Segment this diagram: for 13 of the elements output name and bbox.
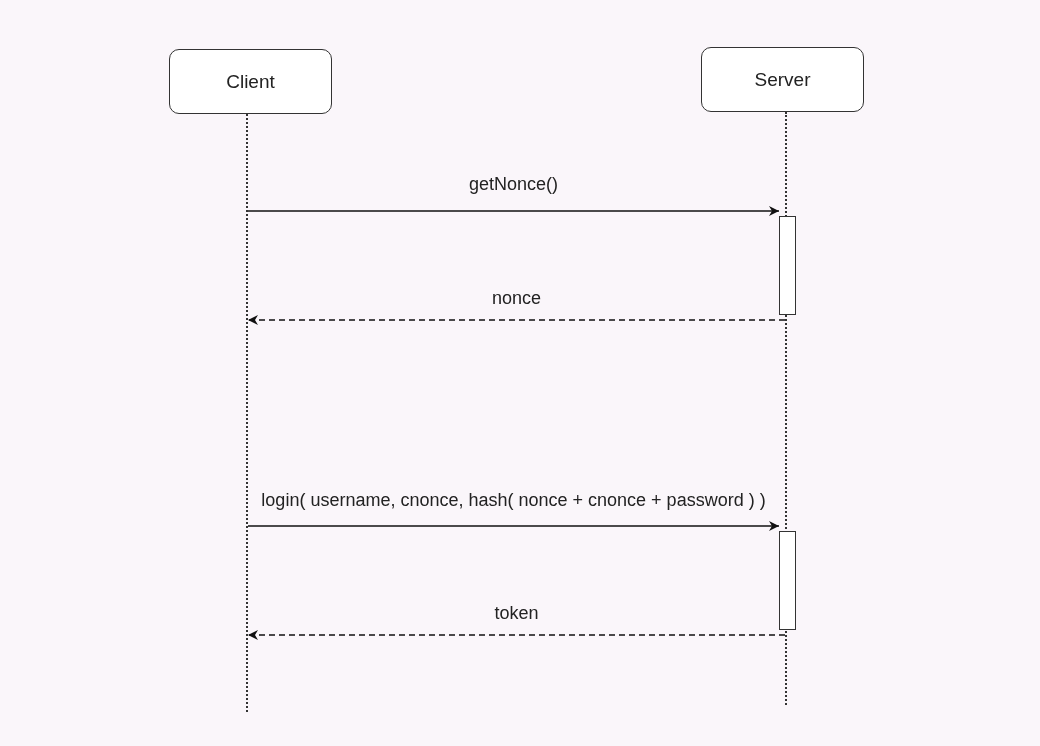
- message-arrow: [247, 315, 786, 325]
- message-label: getNonce(): [469, 174, 558, 195]
- message-arrow: [247, 630, 786, 640]
- message-arrow: [247, 206, 780, 216]
- participant-box: Server: [701, 47, 864, 112]
- message-label: login( username, cnonce, hash( nonce + cnonce + password ) ): [261, 490, 766, 511]
- activation-bar: [779, 216, 796, 315]
- activation-bar: [779, 531, 796, 630]
- lifeline: [246, 114, 248, 712]
- participant-box: Client: [169, 49, 332, 114]
- message-label: nonce: [492, 288, 541, 309]
- message-arrow: [247, 521, 780, 531]
- message-label: token: [494, 603, 539, 624]
